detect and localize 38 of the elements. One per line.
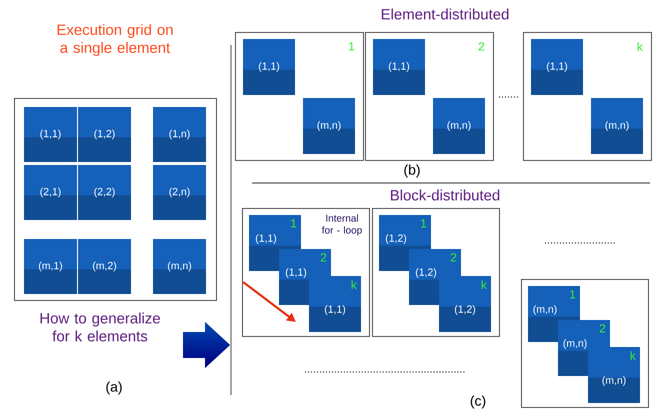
tile: (m,n)	[153, 239, 206, 294]
node-label: (1,2)	[94, 130, 115, 140]
heading: Block-distributed	[391, 190, 500, 200]
tile: (1,2)	[78, 107, 131, 162]
node-label: 2	[320, 253, 326, 262]
annotation: Internal for - loop	[322, 214, 362, 236]
tile: (m,1)	[24, 239, 77, 294]
node-label: (2,1)	[40, 188, 61, 198]
panel-label: (c)	[470, 396, 486, 408]
tile: (m,n)	[591, 98, 643, 154]
panel-label: (a)	[106, 382, 122, 394]
tile: (2,1)	[24, 165, 77, 220]
tile: k (1,2)	[439, 276, 491, 332]
node-label: (1,1)	[40, 130, 61, 140]
node-label: (1,2)	[416, 268, 436, 278]
tile: (m,n)	[433, 98, 485, 154]
heading: Element-distributed	[382, 8, 508, 20]
node-label: (m,n)	[563, 339, 587, 349]
tile: k (m,n)	[588, 347, 640, 403]
heading: Execution grid on a single element	[58, 24, 173, 56]
tile: (m,n)	[303, 98, 355, 154]
tile: (2,n)	[153, 165, 206, 220]
node-label: 2	[450, 253, 456, 262]
node-label: (1,1)	[286, 268, 306, 278]
tile: (1,n)	[153, 107, 206, 162]
node-label: (m,2)	[92, 262, 116, 272]
node-label: (m,1)	[38, 262, 62, 272]
tile: (1,1)	[373, 39, 425, 95]
node-label: 2	[600, 324, 606, 333]
tile: (1,1)	[243, 39, 295, 95]
tile: k (1,1)	[309, 276, 361, 332]
tile: (m,2)	[78, 239, 131, 294]
heading: How to generalize for k elements	[40, 312, 160, 342]
node-label: (2,2)	[94, 188, 115, 198]
tile: (1,1)	[531, 39, 583, 95]
tile: (1,1)	[24, 107, 77, 162]
panel-label: (b)	[404, 164, 420, 178]
tile: (2,2)	[78, 165, 131, 220]
